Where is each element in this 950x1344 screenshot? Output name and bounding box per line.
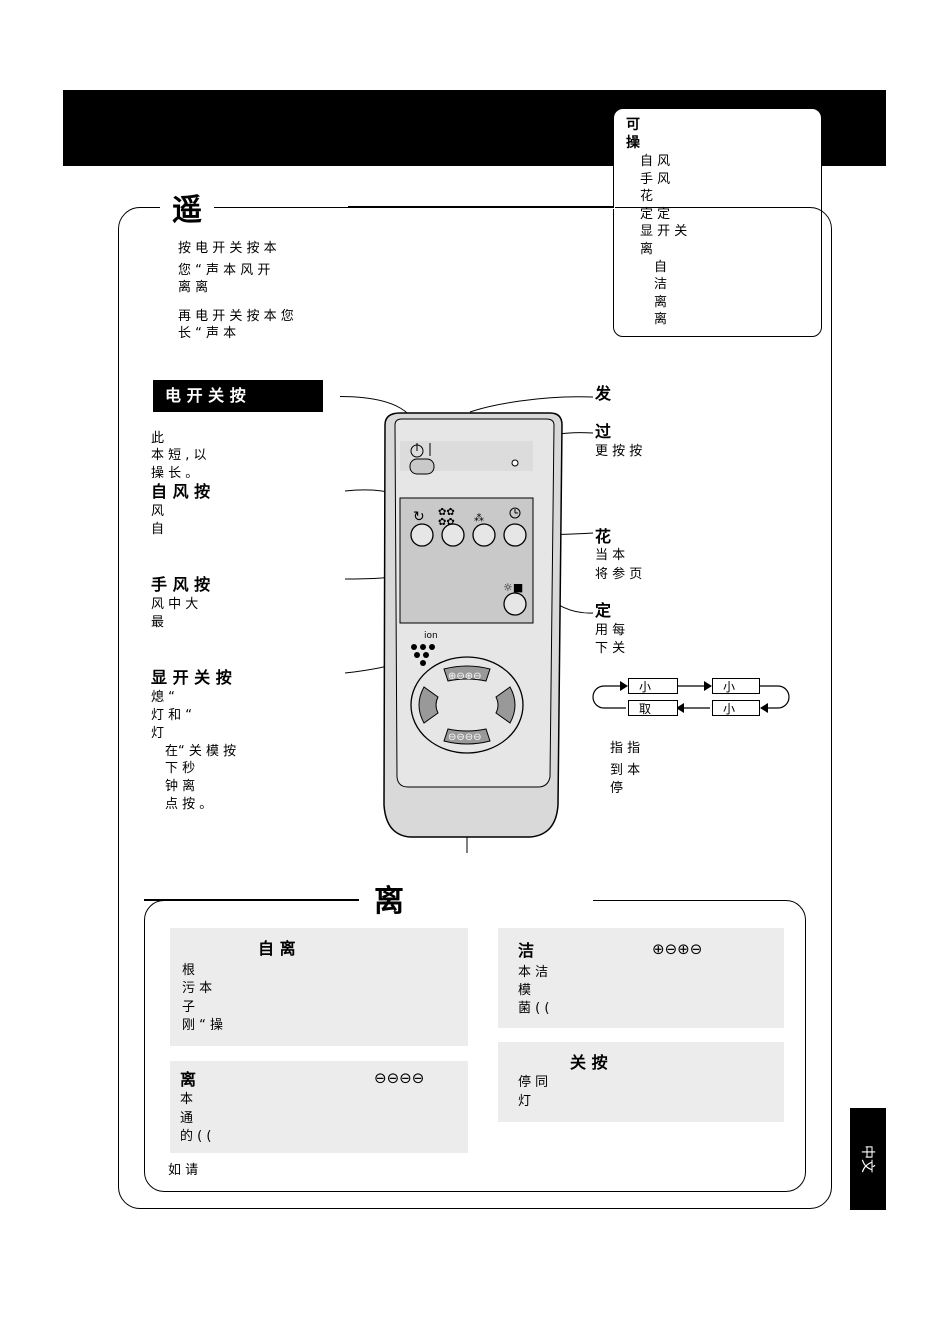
- ops-sub-item: 自: [654, 260, 668, 275]
- off-button-desc: 灯: [518, 1094, 532, 1109]
- leader-line-transmitter: [469, 396, 594, 413]
- cleaning-desc: 模: [518, 983, 532, 998]
- remote-control-illustration: ↻ ✿✿ ✿✿ ⁂ ☼■ ion ⊕⊖⊕⊖ ⊖⊖⊖⊖: [340, 396, 594, 853]
- display-desc: 灯: [151, 726, 165, 741]
- display-desc: 下 秒: [165, 761, 196, 776]
- timer-note: 指 指: [610, 741, 641, 756]
- auto-clean-desc: 子: [182, 1000, 196, 1015]
- off-button-desc: 停 同: [518, 1075, 549, 1090]
- manual-fan-title: 手 风 按: [151, 575, 211, 594]
- cleaning-title: 洁: [518, 941, 535, 960]
- remote-section-title: 遥: [160, 185, 214, 229]
- cleaning-desc: 本 洁: [518, 965, 549, 980]
- off-button-panel: 关 按 停 同 灯: [498, 1042, 784, 1122]
- timer-title: 定: [595, 601, 612, 620]
- auto-clean-panel: 自 离 根 污 本 子 刚 “ 操: [170, 928, 468, 1046]
- ops-sub-item: 离: [654, 295, 668, 310]
- svg-text:⊖⊖⊖⊖: ⊖⊖⊖⊖: [448, 732, 482, 743]
- title-rule: [348, 206, 614, 208]
- auto-clean-title: 自 离: [258, 939, 296, 958]
- svg-text:⊕⊖⊕⊖: ⊕⊖⊕⊖: [448, 671, 482, 682]
- timer-note: 停: [610, 781, 624, 796]
- display-switch-title: 显 开 关 按: [151, 668, 232, 687]
- timer-desc: 用 每: [595, 623, 626, 638]
- auto-clean-desc: 根: [182, 963, 196, 978]
- filter-indicator-desc: 更 按 按: [595, 444, 643, 459]
- display-desc: 钟 离: [165, 779, 196, 794]
- ops-item: 花: [640, 189, 654, 204]
- display-desc: 熄 “: [151, 690, 175, 705]
- svg-text:⁂: ⁂: [474, 512, 484, 524]
- removal-desc: 通: [180, 1111, 194, 1126]
- svg-text:✿✿: ✿✿: [438, 507, 455, 518]
- removal-icons: ⊖⊖⊖⊖: [374, 1069, 425, 1087]
- pollen-desc: 当 本: [595, 548, 626, 563]
- footer-note: 如 请: [168, 1163, 199, 1178]
- intro-line: 离 离: [178, 280, 209, 295]
- cleaning-desc: 菌 ( (: [518, 1001, 550, 1016]
- filter-section-title: 离: [360, 876, 418, 920]
- ion-label: ion: [424, 631, 438, 641]
- cleaning-panel: 洁 ⊕⊖⊕⊖ 本 洁 模 菌 ( (: [498, 928, 784, 1028]
- auto-clean-desc: 刚 “ 操: [182, 1018, 223, 1033]
- off-button-title: 关 按: [570, 1053, 608, 1072]
- display-desc: 点 按 。: [165, 797, 213, 812]
- display-desc: 灯 和 “: [151, 708, 192, 723]
- ops-item: 离: [640, 242, 654, 257]
- ops-item: 手 风: [640, 172, 671, 187]
- removal-desc: 的 ( (: [180, 1129, 212, 1144]
- ops-item: 显 开 关: [640, 224, 688, 239]
- title-rule: [144, 899, 359, 901]
- language-tab-label: 中文: [859, 1145, 875, 1173]
- timer-step: 小: [712, 678, 760, 694]
- timer-sequence-diagram: [592, 681, 790, 713]
- intro-line: 长 “ 声 本: [178, 326, 237, 341]
- auto-fan-desc: 自: [151, 522, 165, 537]
- ops-item: 定 定: [640, 207, 671, 222]
- pollen-desc: 将 参 页: [595, 567, 643, 582]
- ops-item: 自 风: [640, 154, 671, 169]
- timer-step: 取: [628, 700, 678, 716]
- transmitter-title: 发: [595, 384, 612, 403]
- auto-fan-desc: 风: [151, 504, 165, 519]
- timer-note: 到 本: [610, 763, 641, 778]
- power-button-label: 电 开 关 按: [153, 380, 323, 412]
- power-desc: 此: [151, 431, 165, 446]
- removal-title: 离: [180, 1070, 197, 1089]
- svg-text:☼■: ☼■: [503, 581, 523, 594]
- removal-panel: 离 ⊖⊖⊖⊖ 本 通 的 ( (: [170, 1061, 468, 1153]
- auto-clean-desc: 污 本: [182, 981, 213, 996]
- timer-desc: 下 关: [595, 641, 626, 656]
- filter-indicator-title: 过: [595, 422, 612, 441]
- manual-fan-desc: 最: [151, 615, 165, 630]
- power-desc: 操 长 。: [151, 466, 199, 481]
- power-desc: 本 短 , 以: [151, 448, 207, 463]
- timer-step: 小: [628, 678, 678, 694]
- ops-sub-item: 离: [654, 312, 668, 327]
- intro-line: 您 “ 声 本 风 开: [178, 263, 271, 278]
- svg-text:↻: ↻: [413, 509, 425, 525]
- intro-line: 按 电 开 关 按 本: [178, 241, 277, 256]
- intro-line: 再 电 开 关 按 本 您: [178, 309, 294, 324]
- timer-step: 小: [712, 700, 760, 716]
- ops-title-1: 可: [626, 117, 640, 133]
- manual-fan-desc: 风 中 大: [151, 597, 199, 612]
- frame-gap: [350, 207, 615, 209]
- auto-fan-title: 自 风 按: [151, 482, 211, 501]
- display-desc: 在“ 关 模 按: [165, 744, 237, 759]
- operations-summary-box: 可 操 自 风 手 风 花 定 定 显 开 关 离 自 洁 离 离: [613, 108, 822, 337]
- svg-text:✿✿: ✿✿: [438, 517, 455, 528]
- removal-desc: 本: [180, 1092, 194, 1107]
- ops-sub-item: 洁: [654, 277, 668, 292]
- pollen-title: 花: [595, 527, 612, 546]
- ops-title-2: 操: [626, 135, 640, 151]
- language-tab: 中文: [850, 1108, 886, 1210]
- cleaning-icons: ⊕⊖⊕⊖: [652, 940, 703, 958]
- frame-gap: [358, 898, 593, 902]
